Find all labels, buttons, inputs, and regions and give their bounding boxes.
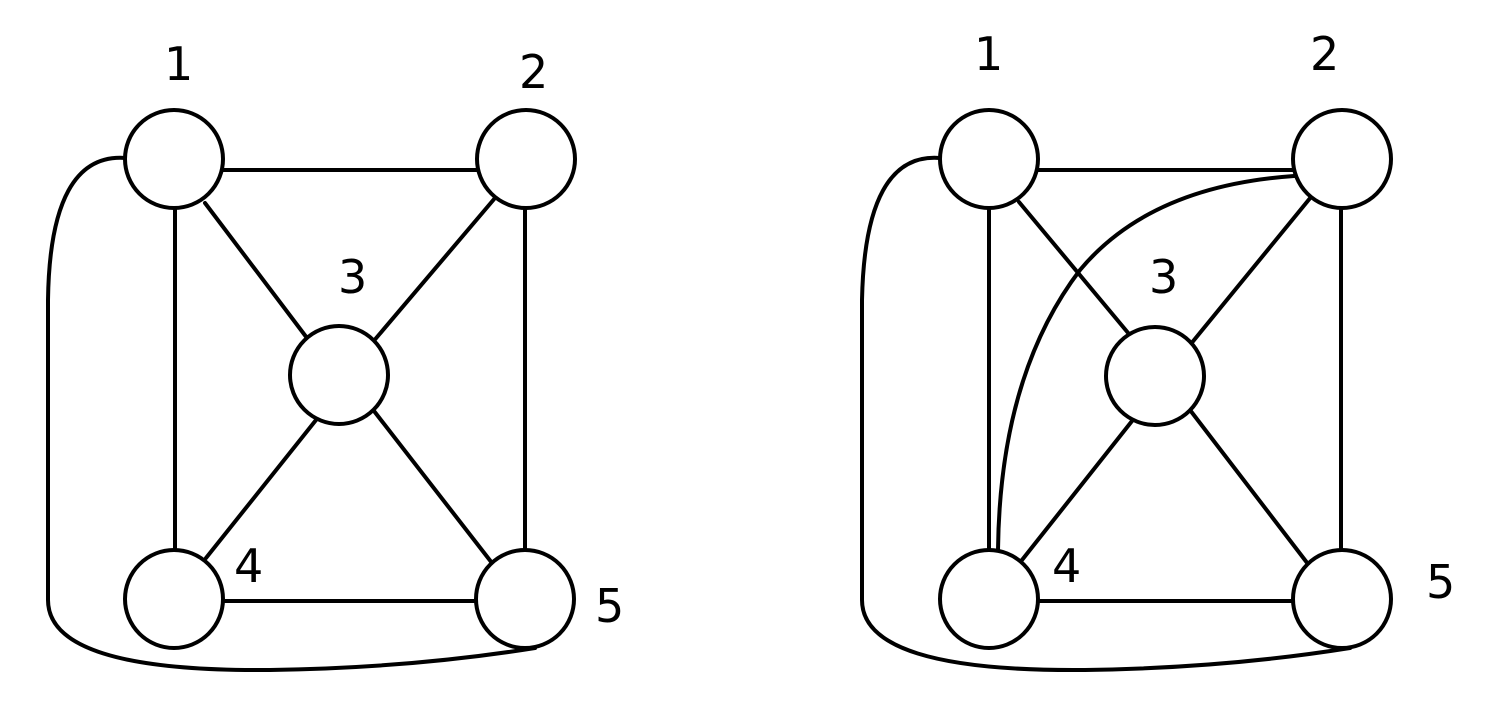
node-label-1: 1: [164, 37, 193, 91]
edge-2-4-curve: [996, 174, 1296, 552]
node-5: [1291, 548, 1393, 650]
node-5: [474, 548, 576, 650]
node-label-1: 1: [974, 27, 1003, 81]
node-1: [123, 108, 225, 210]
node-label-5: 5: [1426, 555, 1455, 609]
node-4: [938, 548, 1040, 650]
edge-3-5: [1188, 408, 1310, 566]
edge-1-3: [1017, 200, 1136, 342]
node-1: [938, 108, 1040, 210]
node-4: [123, 548, 225, 650]
edge-2-3: [1188, 195, 1313, 347]
node-2: [475, 108, 577, 210]
graph-left: 1 2 3 4 5: [46, 37, 624, 673]
node-2: [1291, 108, 1393, 210]
edge-2-3: [370, 196, 497, 345]
edge-3-4: [1020, 419, 1134, 562]
node-label-3: 3: [1149, 250, 1178, 304]
edge-3-4: [204, 418, 318, 560]
node-label-4: 4: [1052, 539, 1081, 593]
node-label-4: 4: [234, 539, 263, 593]
edge-1-5-loop: [46, 155, 537, 673]
node-3: [288, 324, 390, 426]
node-label-5: 5: [595, 579, 624, 633]
edge-1-3: [203, 201, 309, 340]
graph-right: 1 2 3 4 5: [860, 27, 1455, 673]
node-label-3: 3: [338, 250, 367, 304]
edge-3-5: [372, 409, 494, 565]
node-label-2: 2: [1310, 27, 1339, 81]
node-label-2: 2: [519, 45, 548, 99]
edge-1-5-loop: [860, 155, 1352, 673]
node-3: [1104, 325, 1206, 427]
